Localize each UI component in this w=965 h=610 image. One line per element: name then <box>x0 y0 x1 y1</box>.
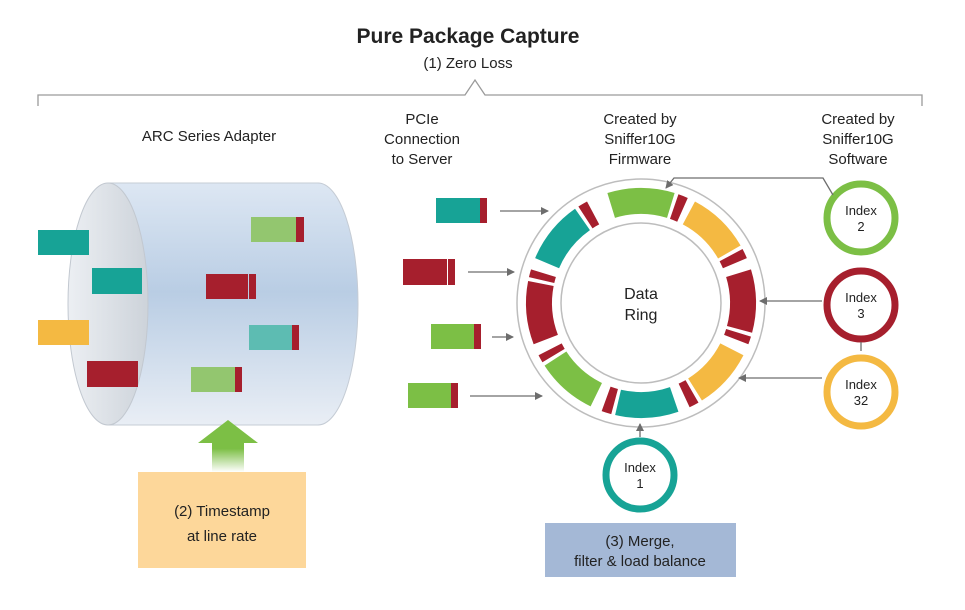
index-2-circle: Index 2 <box>823 180 899 256</box>
ring-seg-green-left <box>544 351 602 407</box>
svg-text:Sniffer10G: Sniffer10G <box>604 131 675 148</box>
firmware-header: Created by Sniffer10G Firmware <box>603 111 677 168</box>
merge-box <box>545 523 736 577</box>
svg-text:PCIe: PCIe <box>405 111 438 128</box>
packet-in-yellow <box>38 320 89 345</box>
svg-text:Index: Index <box>624 460 656 475</box>
timestamp-line-2: at line rate <box>187 528 257 545</box>
svg-text:Software: Software <box>828 151 887 168</box>
data-ring <box>516 178 766 428</box>
subtitle: (1) Zero Loss <box>423 55 512 72</box>
pcie-packet-green-2 <box>408 383 458 408</box>
ring-tick-4 <box>678 380 699 408</box>
timestamp-line-1: (2) Timestamp <box>174 503 270 520</box>
merge-line-2: filter & load balance <box>574 553 706 570</box>
packet-in-red <box>87 361 138 387</box>
index-32-circle: Index 32 <box>823 354 899 430</box>
index-1-circle: Index 1 <box>602 437 678 513</box>
svg-text:Connection: Connection <box>384 131 460 148</box>
svg-text:Firmware: Firmware <box>609 151 672 168</box>
software-header: Created by Sniffer10G Software <box>821 111 895 168</box>
packet-in-teal-2 <box>92 268 142 294</box>
adapter-header: ARC Series Adapter <box>142 128 276 145</box>
pcie-packet-teal <box>436 198 487 223</box>
pcie-packet-green-1 <box>431 324 481 349</box>
svg-text:Index: Index <box>845 377 877 392</box>
packet-stamped-red <box>206 274 256 299</box>
packet-stamped-green-2 <box>191 367 242 392</box>
ring-tick-5 <box>601 386 618 415</box>
ring-seg-green-top <box>607 187 675 218</box>
packet-in-teal-1 <box>38 230 89 255</box>
merge-line-1: (3) Merge, <box>605 533 674 550</box>
pcie-header: PCIe Connection to Server <box>384 111 460 168</box>
ring-tick-7 <box>528 269 556 283</box>
svg-text:2: 2 <box>857 219 864 234</box>
ring-tick-6 <box>538 343 565 363</box>
title: Pure Package Capture <box>357 25 580 48</box>
svg-text:1: 1 <box>636 476 643 491</box>
zero-loss-brace <box>37 78 923 106</box>
ring-seg-red-right <box>726 269 756 333</box>
svg-text:to Server: to Server <box>392 151 453 168</box>
ring-tick-1 <box>669 194 688 222</box>
svg-text:32: 32 <box>854 393 868 408</box>
svg-text:Created by: Created by <box>821 111 895 128</box>
packet-stamped-green-1 <box>251 217 304 242</box>
ring-tick-3 <box>724 329 751 345</box>
ring-tick-8 <box>578 201 600 229</box>
timestamp-box <box>138 472 306 568</box>
ring-seg-yellow-bottom <box>688 343 744 401</box>
ring-seg-teal-left <box>535 208 590 269</box>
svg-text:3: 3 <box>857 306 864 321</box>
svg-text:Sniffer10G: Sniffer10G <box>822 131 893 148</box>
data-ring-label-2: Ring <box>625 307 658 324</box>
pcie-packet-red <box>403 259 455 285</box>
ring-tick-2 <box>719 249 747 269</box>
timestamp-up-arrow <box>198 420 258 472</box>
packet-stamped-teal <box>249 325 299 350</box>
svg-text:Index: Index <box>845 203 877 218</box>
index-3-circle: Index 3 <box>823 267 899 343</box>
svg-text:Created by: Created by <box>603 111 677 128</box>
index-2-arrow <box>665 177 834 196</box>
ring-seg-teal-bottom <box>615 387 679 419</box>
ring-seg-red-left <box>526 281 558 345</box>
ring-seg-yellow-top <box>682 201 741 259</box>
data-ring-label-1: Data <box>624 286 658 303</box>
svg-text:Index: Index <box>845 290 877 305</box>
